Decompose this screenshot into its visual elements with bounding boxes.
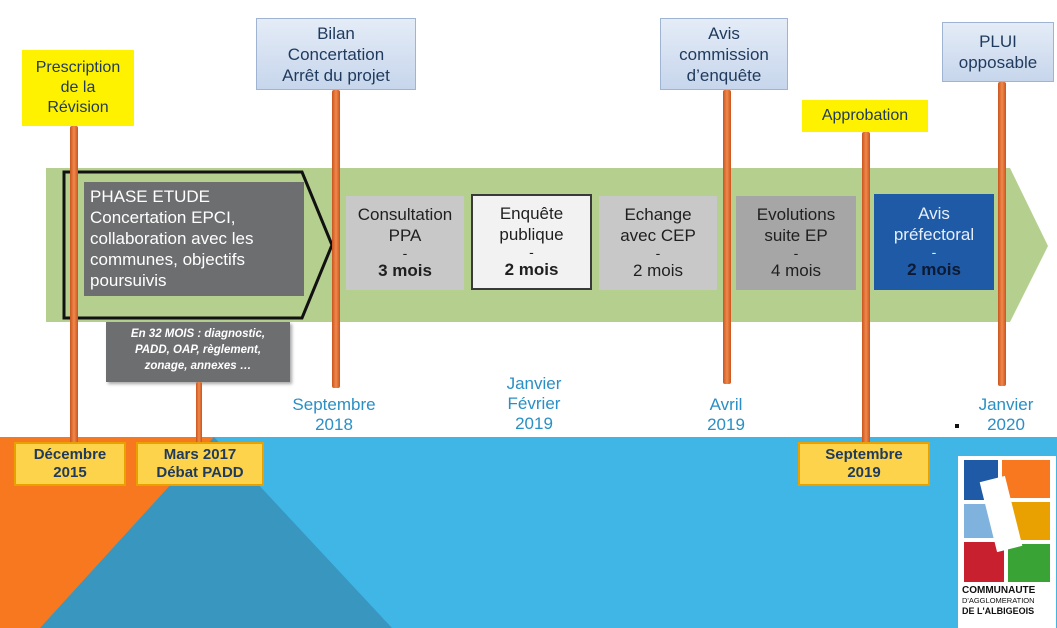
phase-dash: - bbox=[529, 244, 534, 260]
phase-dash: - bbox=[655, 245, 661, 261]
milestone-avis-commission: Avis commission d’enquête bbox=[660, 18, 788, 90]
phase-label: Evolutions suite EP bbox=[756, 205, 836, 245]
teal-triangle bbox=[40, 437, 392, 628]
pole-bilan bbox=[332, 90, 340, 388]
logo: COMMUNAUTE D'AGGLOMERATION DE L'ALBIGEOI… bbox=[958, 456, 1056, 628]
dot-marker bbox=[955, 424, 959, 428]
milestone-plui: PLUI opposable bbox=[942, 22, 1054, 82]
phase-dash: - bbox=[402, 245, 408, 261]
date-janv-fev-2019: Janvier Février 2019 bbox=[506, 374, 562, 433]
pole-prescription bbox=[70, 126, 78, 456]
date-avril-2019: Avril 2019 bbox=[707, 395, 745, 434]
date-box-mars-2017: Mars 2017 Débat PADD bbox=[136, 442, 264, 486]
phase-evolutions-ep: Evolutions suite EP - 4 mois bbox=[736, 196, 856, 290]
phase-label: Echange avec CEP bbox=[620, 205, 696, 245]
phase-echange-cep: Echange avec CEP - 2 mois bbox=[599, 196, 717, 290]
phase-consultation-ppa: Consultation PPA - 3 mois bbox=[346, 196, 464, 290]
phase-avis-prefectoral: Avis préfectoral - 2 mois bbox=[874, 194, 994, 290]
pole-plui bbox=[998, 82, 1006, 386]
phase-label: Enquête publique bbox=[499, 204, 564, 244]
phase-enquete-publique: Enquête publique - 2 mois bbox=[471, 194, 592, 290]
date-sept-2018: Septembre 2018 bbox=[292, 395, 376, 434]
phase-duration: 2 mois bbox=[504, 260, 559, 279]
logo-mark bbox=[964, 460, 1050, 582]
date-box-dec-2015: Décembre 2015 bbox=[14, 442, 126, 486]
logo-line1: COMMUNAUTE bbox=[962, 585, 1036, 596]
etude-frame bbox=[62, 170, 334, 320]
date-janv-2020: Janvier 2020 bbox=[978, 395, 1034, 434]
phase-duration: 2 mois bbox=[632, 261, 684, 280]
phase-duration: 4 mois bbox=[770, 261, 822, 280]
etude-note-box: En 32 MOIS : diagnostic, PADD, OAP, règl… bbox=[106, 322, 290, 382]
pole-approbation bbox=[862, 132, 870, 454]
phase-dash: - bbox=[793, 245, 799, 261]
phase-dash: - bbox=[931, 244, 937, 260]
phase-label: Consultation PPA bbox=[357, 205, 453, 245]
etude-note-text: En 32 MOIS : diagnostic, PADD, OAP, règl… bbox=[130, 328, 266, 372]
logo-text: COMMUNAUTE D'AGGLOMERATION DE L'ALBIGEOI… bbox=[958, 585, 1056, 617]
milestone-prescription: Prescription de la Révision bbox=[22, 50, 134, 126]
phase-duration: 2 mois bbox=[907, 260, 961, 279]
milestone-bilan: Bilan Concertation Arrêt du projet bbox=[256, 18, 416, 90]
pole-mars-2017 bbox=[196, 382, 202, 460]
milestone-approbation: Approbation bbox=[802, 100, 928, 132]
logo-line2: D'AGGLOMERATION bbox=[962, 596, 1035, 605]
phase-label: Avis préfectoral bbox=[893, 204, 975, 244]
date-box-sept-2019: Septembre 2019 bbox=[798, 442, 930, 486]
phase-etude-text: PHASE ETUDE Concertation EPCI, collabora… bbox=[90, 187, 254, 290]
phase-duration: 3 mois bbox=[378, 261, 432, 280]
phase-etude-box: PHASE ETUDE Concertation EPCI, collabora… bbox=[84, 182, 304, 296]
logo-line3: DE L'ALBIGEOIS bbox=[962, 606, 1035, 616]
pole-avis-commission bbox=[723, 90, 731, 384]
